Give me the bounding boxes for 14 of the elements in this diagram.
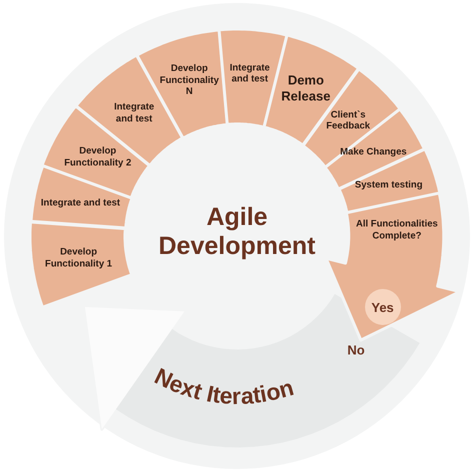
- step-label: Develop Functionality N: [158, 63, 220, 98]
- step-label: Integrate and test: [113, 102, 156, 125]
- band-label: Next Iteration: [150, 362, 296, 410]
- branch-label: No: [346, 342, 366, 358]
- step-label: Integrate and test: [40, 197, 120, 208]
- step-label: Develop Functionality 1: [44, 246, 114, 270]
- step-label: Demo Release: [280, 72, 332, 104]
- step-label: Make Changes: [339, 146, 408, 158]
- step-label: Develop Functionality 2: [63, 146, 132, 169]
- center-title: Agile Development: [158, 203, 316, 261]
- step-label: Integrate and test: [228, 62, 271, 85]
- step-label: Client`s Feedback: [325, 110, 372, 132]
- step-label: All Functionalities Complete?: [354, 219, 439, 242]
- step-label: System testing: [354, 180, 424, 191]
